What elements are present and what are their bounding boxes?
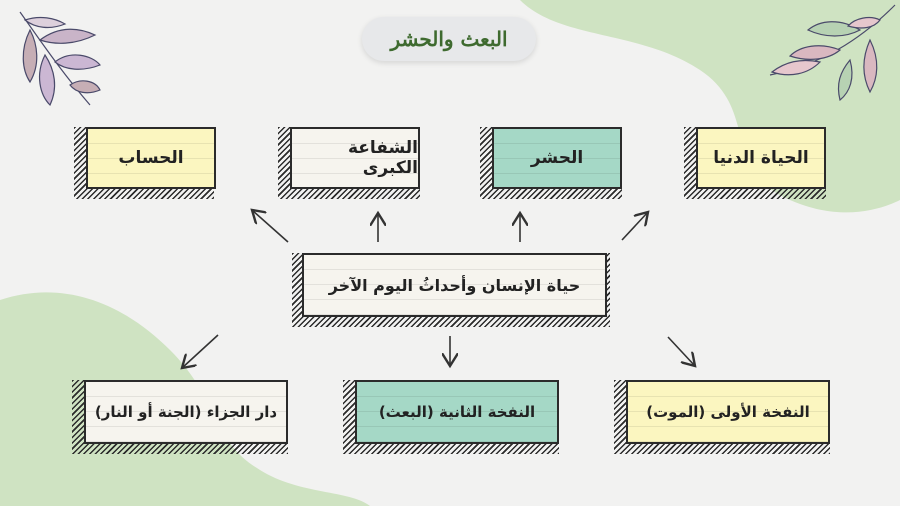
center-label: حياة الإنسان وأحداثُ اليوم الآخر xyxy=(328,275,581,295)
leaf-branch-left-icon xyxy=(19,11,101,107)
arrow-to-hisab xyxy=(252,210,289,243)
page-title: البعث والحشر xyxy=(362,17,536,61)
card-label: النفخة الثانية (البعث) xyxy=(378,403,536,421)
card-label: الشفاعة الكبرى xyxy=(347,138,418,178)
card-label: دار الجزاء (الجنة أو النار) xyxy=(94,403,278,421)
arrow-to-jazaa xyxy=(182,334,219,368)
card-label: الحشر xyxy=(530,148,584,168)
card-label: الحياة الدنيا xyxy=(713,148,809,168)
leaf-branch-right-icon xyxy=(769,4,896,102)
card-label: النفخة الأولى (الموت) xyxy=(646,403,810,421)
arrow-to-dunya xyxy=(621,212,648,241)
arrow-to-nafkha1 xyxy=(667,336,695,366)
card-label: الحساب xyxy=(118,148,184,168)
